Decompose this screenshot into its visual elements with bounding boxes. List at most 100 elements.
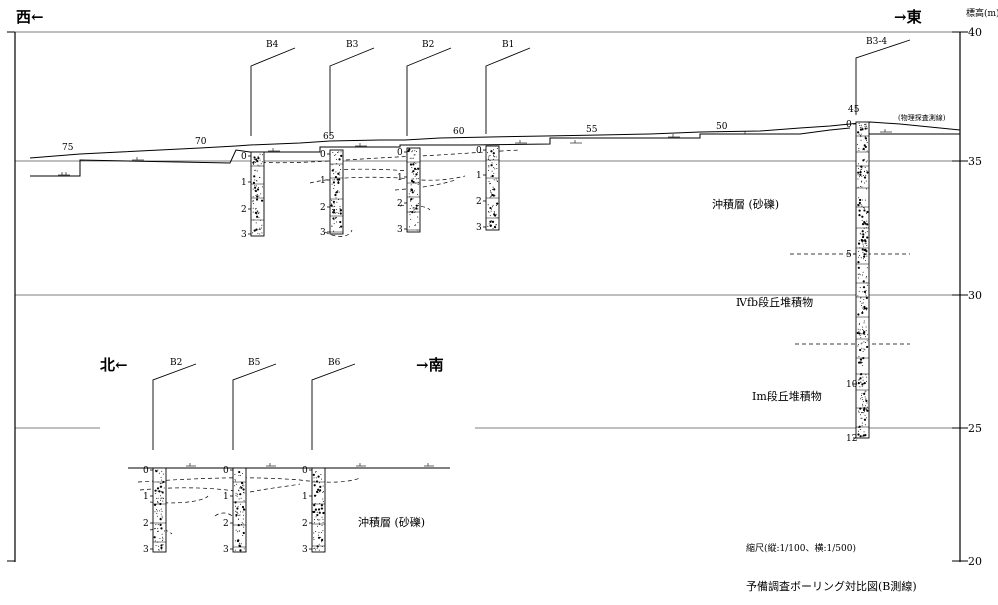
gravel-dot: [253, 186, 257, 189]
gravel-dot: [857, 295, 859, 297]
gravel-dot: [866, 334, 868, 336]
gravel-dot: [332, 206, 334, 208]
gravel-dot: [238, 490, 240, 492]
gravel-dot: [866, 255, 868, 257]
gravel-dot: [335, 217, 337, 219]
depth-tick-lower-b2-3: 3: [143, 545, 149, 555]
gravel-dot: [255, 195, 257, 197]
gravel-dot: [317, 475, 320, 478]
gravel-dot: [240, 486, 243, 489]
gravel-dot: [155, 470, 158, 473]
borehole-name-b1: B1: [502, 40, 514, 50]
gravel-dot: [490, 190, 492, 192]
layer-label-im-terrace: Ⅰm段丘堆積物: [752, 389, 822, 403]
depth-tick-b4-0: 0: [241, 152, 247, 162]
gravel-dot: [261, 224, 263, 226]
gravel-dot: [417, 167, 420, 170]
gravel-dot: [332, 200, 335, 203]
gravel-dot: [414, 150, 416, 152]
gravel-dot: [260, 199, 264, 202]
gravel-dot: [255, 228, 258, 231]
gravel-dot: [317, 536, 321, 539]
gravel-dot: [488, 157, 490, 159]
gravel-dot: [857, 143, 859, 145]
gravel-dot: [321, 525, 323, 527]
gravel-dot: [252, 163, 254, 165]
gravel-dot: [487, 211, 489, 213]
depth-tick-lower-b6-0: 0: [302, 466, 308, 476]
gravel-dot: [161, 540, 163, 542]
depth-tick-b4-1: 1: [241, 178, 247, 188]
gravel-dot: [154, 511, 156, 513]
gravel-dot: [321, 540, 323, 542]
gravel-dot: [335, 154, 337, 156]
gravel-dot: [315, 549, 317, 551]
depth-tick-b1-0: 0: [476, 146, 482, 156]
gravel-dot: [861, 307, 863, 309]
gravel-dot: [865, 161, 867, 163]
gravel-dot: [857, 277, 859, 279]
gravel-dot: [487, 204, 489, 206]
gravel-dot: [415, 163, 417, 165]
gravel-dot: [235, 511, 237, 513]
gravel-dot: [863, 253, 866, 256]
depth-tick-b2-1: 1: [397, 173, 403, 183]
gravel-dot: [260, 163, 262, 165]
gravel-dot: [322, 511, 325, 515]
gravel-dot: [321, 478, 323, 480]
gravel-dot: [861, 180, 863, 182]
gravel-dot: [252, 211, 254, 213]
gravel-dot: [253, 161, 255, 163]
gravel-dot: [335, 217, 337, 219]
gravel-dot: [410, 218, 412, 220]
gravel-dot: [858, 240, 860, 242]
gravel-dot: [256, 188, 260, 191]
gravel-dot: [159, 499, 161, 501]
gravel-dot: [866, 253, 868, 255]
gravel-dot: [234, 501, 237, 504]
gravel-dot: [255, 161, 257, 163]
gravel-dot: [258, 195, 260, 197]
gravel-dot: [339, 171, 341, 173]
gravel-dot: [256, 211, 258, 213]
gravel-dot: [858, 378, 860, 380]
gravel-dot: [862, 302, 864, 304]
gravel-dot: [162, 498, 164, 500]
gravel-dot: [314, 519, 316, 521]
gravel-dot: [408, 226, 410, 228]
gravel-dot: [865, 398, 867, 400]
gravel-dot: [413, 209, 415, 211]
depth-tick-b3-3: 3: [320, 228, 326, 238]
gravel-dot: [321, 516, 323, 518]
gravel-dot: [336, 178, 339, 181]
gravel-dot: [864, 405, 866, 407]
gravel-dot: [255, 222, 257, 224]
gravel-dot: [491, 220, 493, 222]
gravel-dot: [409, 207, 411, 209]
gravel-dot: [156, 515, 158, 517]
gravel-dot: [860, 172, 862, 174]
gravel-dot: [235, 492, 237, 494]
station-mark-60: 60: [453, 127, 465, 137]
gravel-dot: [318, 511, 321, 514]
gravel-dot: [239, 514, 241, 516]
gravel-dot: [860, 398, 862, 400]
gravel-dot: [861, 205, 863, 207]
gravel-dot: [865, 293, 867, 295]
gravel-dot: [153, 536, 156, 539]
gravel-dot: [862, 149, 864, 151]
gravel-dot: [235, 529, 237, 531]
gravel-dot: [410, 198, 413, 201]
gravel-dot: [863, 171, 865, 173]
gravel-dot: [321, 541, 323, 543]
gravel-dot: [316, 511, 318, 513]
gravel-dot: [252, 201, 254, 203]
gravel-dot: [492, 158, 494, 160]
depth-tick-lower-b6-3: 3: [302, 545, 308, 555]
gravel-dot: [861, 425, 863, 427]
gravel-dot: [335, 158, 337, 160]
gravel-dot: [252, 200, 254, 202]
gravel-dot: [412, 207, 414, 209]
